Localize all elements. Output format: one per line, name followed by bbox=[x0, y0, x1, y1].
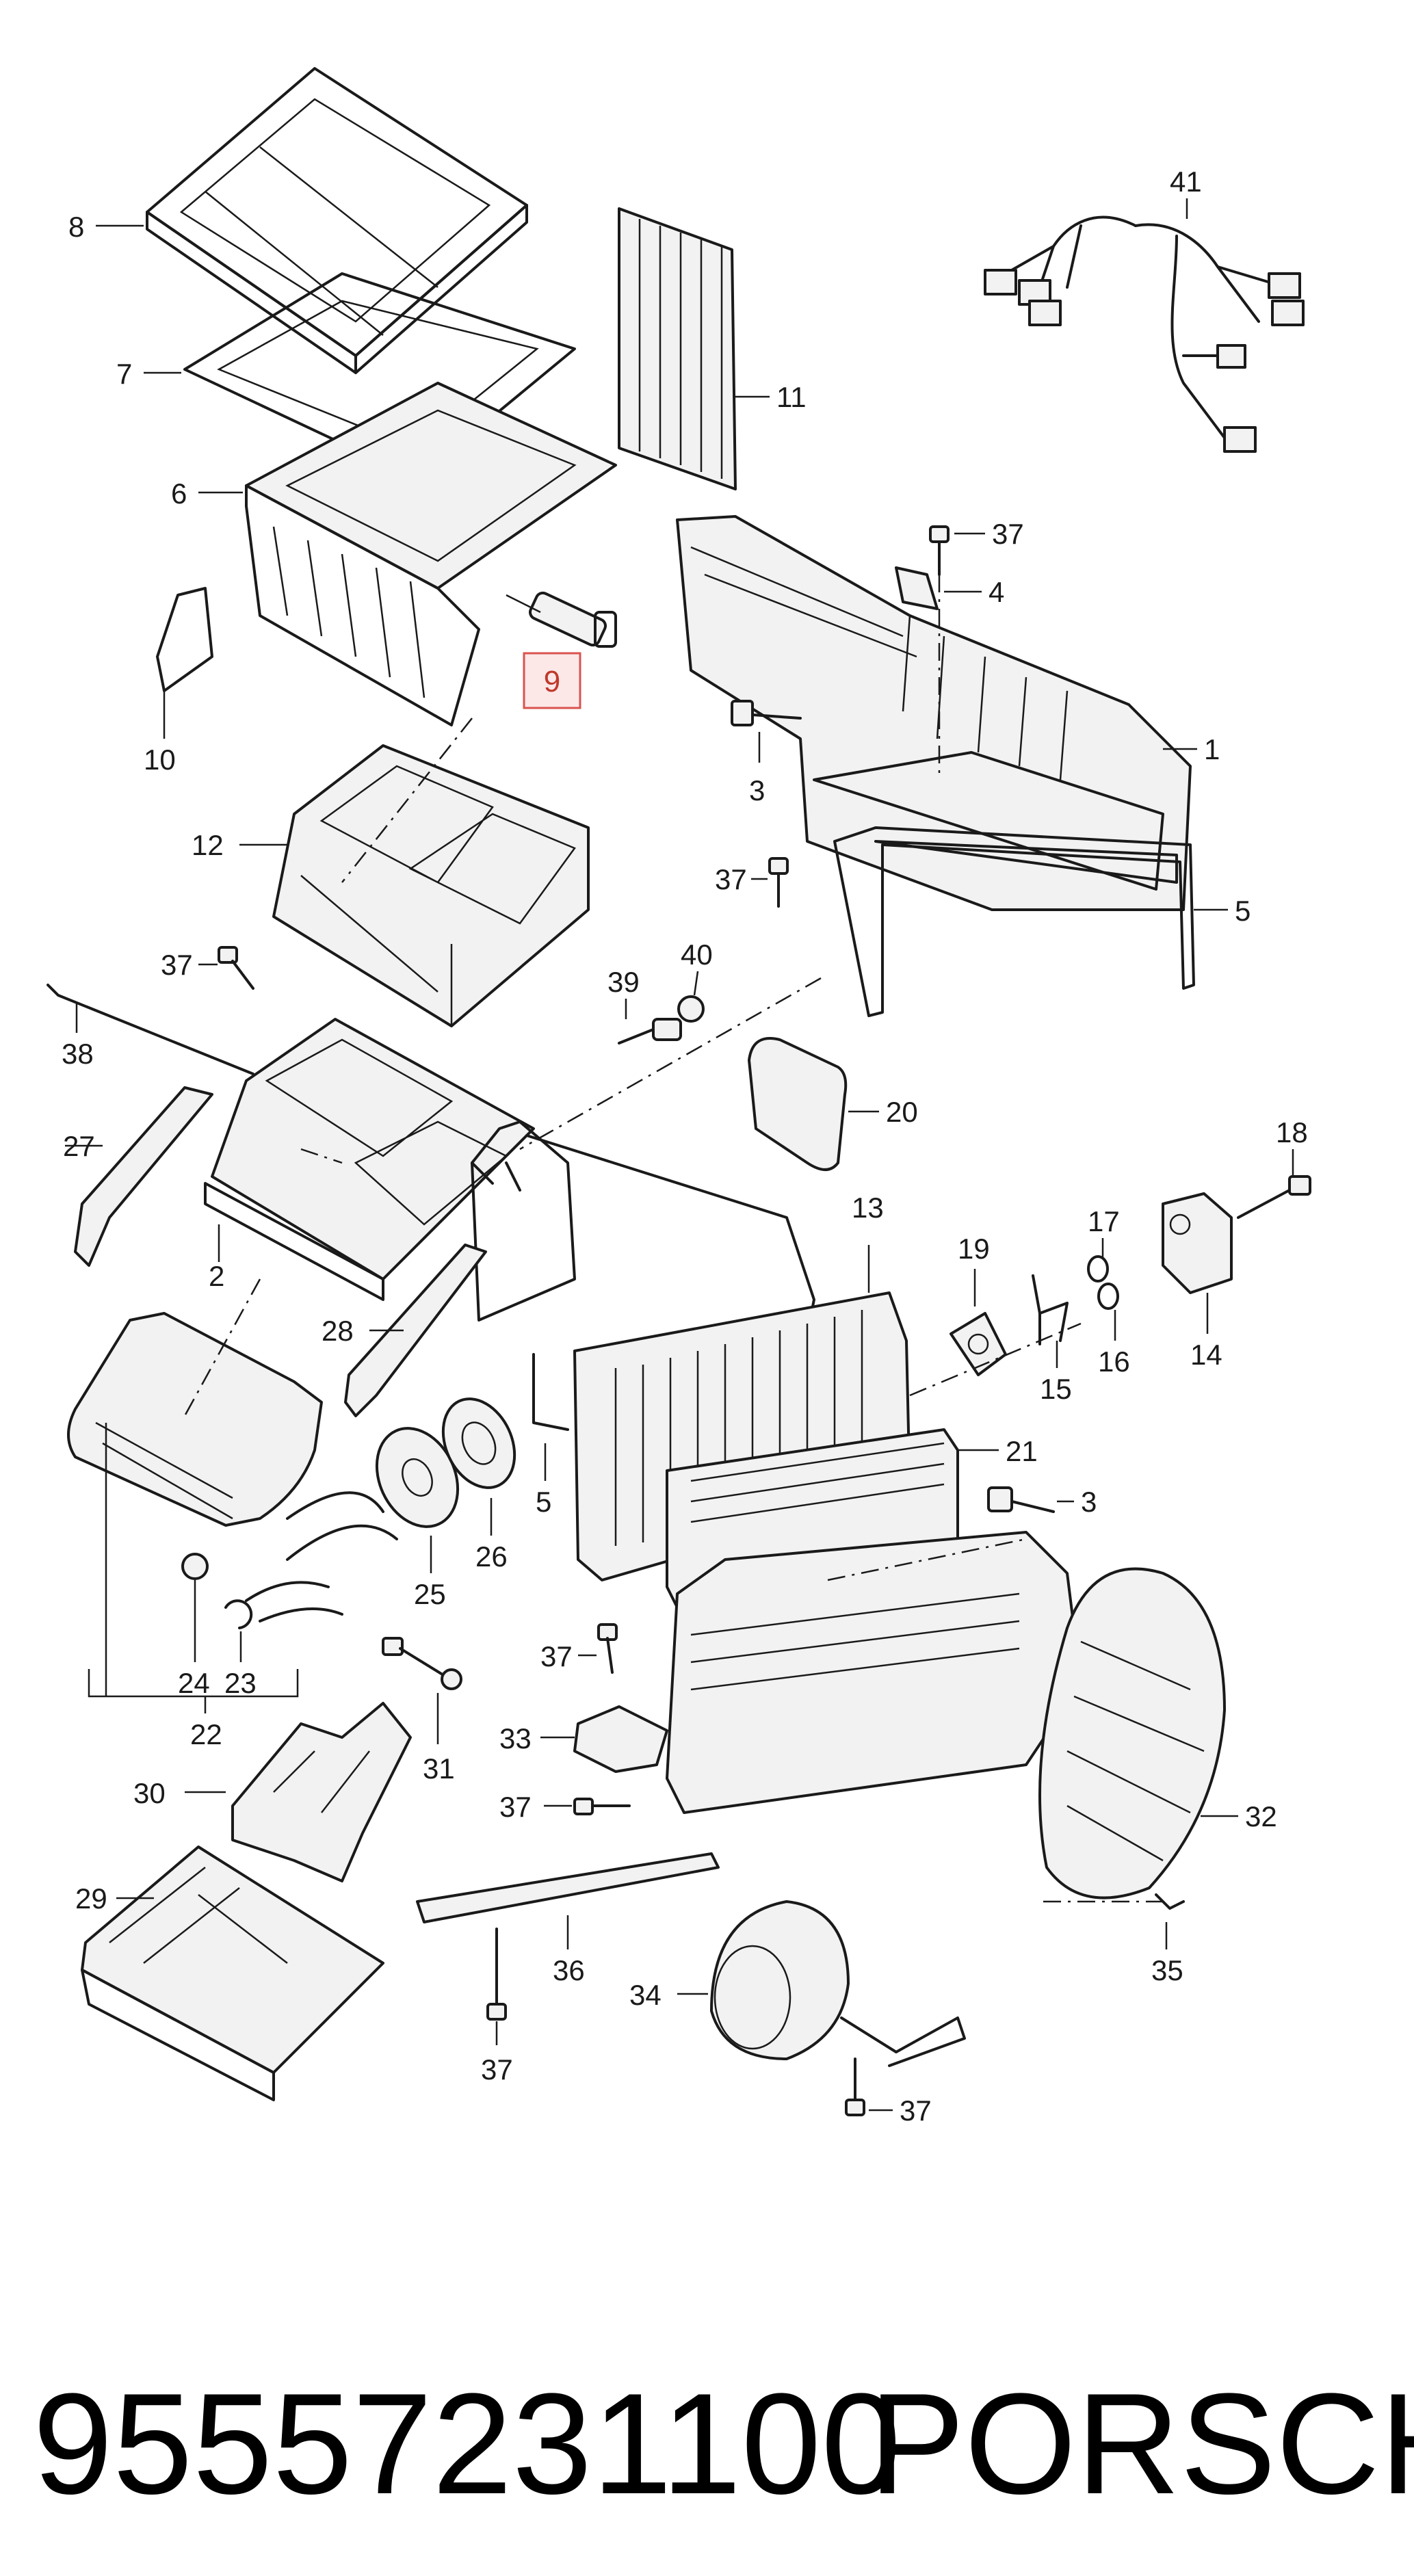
screw-37-bottom-right bbox=[845, 2058, 893, 2116]
part-3-bolt-right bbox=[987, 1486, 1074, 1513]
callout-labels: 8 7 6 10 11 41 37 4 1 3 5 37 12 37 38 39… bbox=[62, 166, 1308, 2127]
part-22-evaporator bbox=[67, 1312, 398, 1622]
part-26-seal bbox=[441, 1397, 516, 1536]
part-31-bolt bbox=[382, 1637, 462, 1744]
callout-25: 25 bbox=[414, 1578, 446, 1610]
part-15-bracket bbox=[1032, 1274, 1069, 1368]
part-23-clamp bbox=[224, 1599, 253, 1662]
callout-4: 4 bbox=[989, 576, 1004, 608]
callout-1: 1 bbox=[1204, 733, 1220, 765]
part-14-expansion-valve bbox=[1162, 1192, 1233, 1334]
callout-13: 13 bbox=[852, 1192, 884, 1224]
part-2-lower-housing bbox=[204, 1018, 815, 1335]
part-18-screw bbox=[1237, 1149, 1311, 1219]
part-34-blower-motor bbox=[677, 1900, 966, 2067]
callout-3-upper: 3 bbox=[749, 774, 765, 806]
part-12-housing bbox=[239, 744, 590, 1027]
part-20-cover bbox=[748, 1037, 879, 1171]
callout-39: 39 bbox=[607, 966, 640, 998]
callout-20: 20 bbox=[886, 1096, 918, 1128]
callout-6: 6 bbox=[171, 477, 187, 510]
callout-11: 11 bbox=[776, 381, 807, 413]
callout-17: 17 bbox=[1088, 1205, 1120, 1237]
part-5-seal-frame-right bbox=[833, 826, 1228, 1017]
part-32-blower-housing bbox=[666, 1531, 1238, 1900]
part-33-resistor bbox=[540, 1705, 668, 1773]
part-41-wire-harness bbox=[984, 198, 1305, 453]
part-6-upper-housing bbox=[156, 382, 617, 739]
callout-14: 14 bbox=[1190, 1339, 1222, 1371]
part-35-clip bbox=[1155, 1893, 1185, 1949]
callout-40: 40 bbox=[681, 938, 713, 971]
callout-35: 35 bbox=[1151, 1954, 1183, 1986]
callout-41: 41 bbox=[1170, 166, 1202, 198]
callout-3-right: 3 bbox=[1081, 1486, 1097, 1518]
callout-10: 10 bbox=[144, 744, 176, 776]
part-39-bolt bbox=[618, 999, 682, 1044]
callout-15: 15 bbox=[1040, 1373, 1072, 1405]
highlighted-part-callout[interactable]: 9 bbox=[523, 652, 581, 709]
callout-30: 30 bbox=[133, 1777, 166, 1809]
callout-38: 38 bbox=[62, 1038, 94, 1070]
part-number: 95557231100 bbox=[33, 2363, 901, 2524]
brand-name: PORSCHE bbox=[869, 2363, 1414, 2524]
part-24-clamp bbox=[181, 1553, 209, 1662]
callout-36: 36 bbox=[553, 1954, 585, 1986]
screw-37-top bbox=[929, 525, 985, 780]
part-9-actuator bbox=[506, 591, 617, 648]
part-11-flap-panel bbox=[618, 207, 770, 490]
part-17-oring bbox=[1087, 1238, 1109, 1283]
callout-8: 8 bbox=[68, 211, 84, 243]
part-5-tube-left bbox=[532, 1353, 569, 1481]
callout-37-mid-right: 37 bbox=[715, 863, 747, 895]
bracket-22 bbox=[88, 1423, 299, 1713]
part-3-bolt-upper bbox=[731, 700, 802, 763]
callout-5-left: 5 bbox=[536, 1486, 551, 1518]
callout-27: 27 bbox=[63, 1130, 95, 1162]
callout-7: 7 bbox=[116, 358, 132, 390]
callout-16: 16 bbox=[1098, 1345, 1130, 1378]
callout-2: 2 bbox=[209, 1260, 224, 1292]
callout-26: 26 bbox=[475, 1540, 508, 1573]
callout-19: 19 bbox=[958, 1233, 990, 1265]
callout-37-mid-a: 37 bbox=[540, 1640, 573, 1672]
callout-24: 24 bbox=[178, 1667, 210, 1699]
callout-31: 31 bbox=[423, 1752, 455, 1785]
callout-37-mid-b: 37 bbox=[499, 1791, 532, 1823]
callout-12: 12 bbox=[192, 829, 224, 861]
callout-37-top: 37 bbox=[992, 518, 1024, 550]
screw-37-mid-a bbox=[578, 1623, 618, 1674]
part-4-bracket bbox=[895, 566, 982, 610]
screw-37-bottom-left bbox=[486, 1928, 507, 2045]
callout-18: 18 bbox=[1276, 1116, 1308, 1148]
part-28-strip bbox=[344, 1244, 487, 1417]
part-8-frame bbox=[146, 67, 528, 374]
screw-37-left-upper bbox=[198, 946, 254, 990]
callout-9: 9 bbox=[544, 665, 560, 698]
screw-37-mid-b bbox=[544, 1798, 631, 1815]
callout-33: 33 bbox=[499, 1722, 532, 1754]
part-40-nut bbox=[677, 971, 705, 1023]
part-16-oring bbox=[1097, 1283, 1119, 1341]
callout-34: 34 bbox=[629, 1979, 662, 2011]
callout-21: 21 bbox=[1006, 1435, 1038, 1467]
part-30-duct bbox=[185, 1702, 412, 1882]
callout-29: 29 bbox=[75, 1882, 107, 1915]
part-36-strip bbox=[416, 1852, 720, 1949]
part-27-strip bbox=[65, 1086, 213, 1267]
callout-22: 22 bbox=[190, 1718, 222, 1750]
callout-37-left-upper: 37 bbox=[161, 949, 193, 981]
callout-28: 28 bbox=[322, 1315, 354, 1347]
callout-5-right: 5 bbox=[1235, 895, 1251, 927]
callout-23: 23 bbox=[224, 1667, 257, 1699]
callout-32: 32 bbox=[1245, 1800, 1277, 1832]
callout-37-bottom-right: 37 bbox=[900, 2094, 932, 2127]
part-29-tray bbox=[81, 1845, 384, 2101]
callout-37-bottom-left: 37 bbox=[481, 2053, 513, 2086]
screw-37-mid-right bbox=[751, 857, 789, 908]
